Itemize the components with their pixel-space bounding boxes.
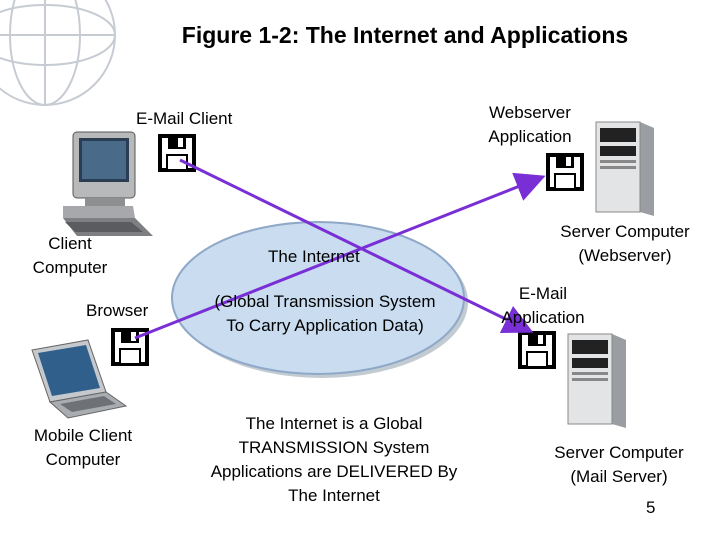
server-computer-mail-label: Server Computer(Mail Server)	[554, 443, 684, 486]
floppy-disk-icon	[518, 331, 556, 369]
server-tower-icon	[567, 333, 626, 428]
laptop-icon	[31, 339, 128, 419]
floppy-disk-icon	[546, 153, 584, 191]
the-internet-label: The Internet	[268, 247, 360, 266]
browser-label: Browser	[86, 301, 149, 320]
globe-icon	[0, 0, 116, 106]
arrow-browser-to-webserver	[134, 172, 546, 340]
arrow-email-to-mailserver	[179, 158, 534, 333]
server-computer-webserver-label: Server Computer(Webserver)	[560, 222, 690, 265]
server-tower-icon	[595, 121, 654, 216]
page-number: 5	[646, 498, 656, 517]
desktop-computer-icon	[63, 131, 153, 236]
email-client-label: E-Mail Client	[136, 109, 233, 128]
page-title: Figure 1-2: The Internet and Application…	[181, 22, 629, 48]
